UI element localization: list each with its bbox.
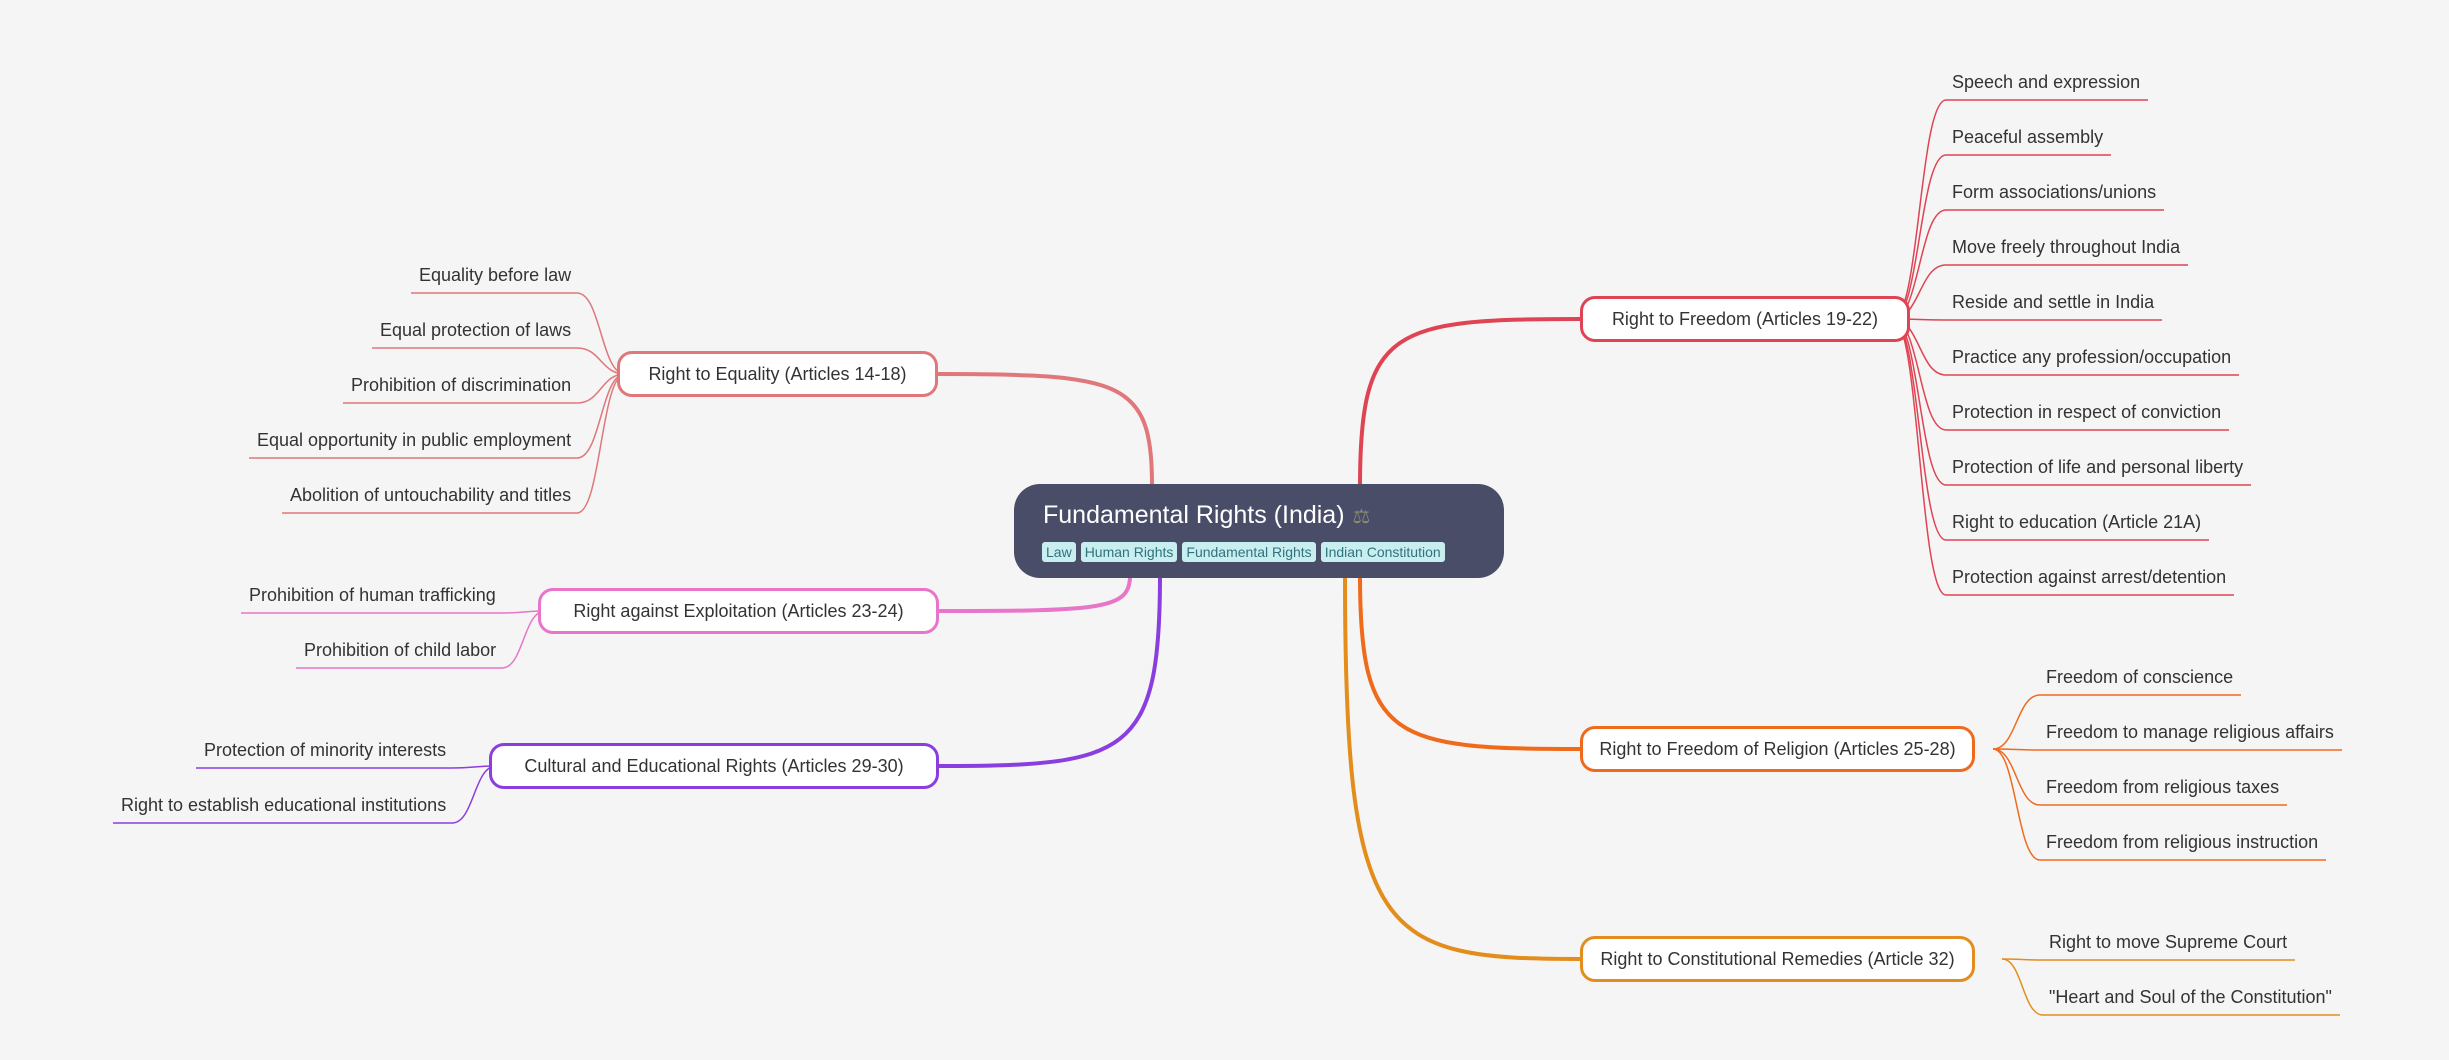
link-right-to-freedom-9: [1892, 318, 1947, 541]
subtopic-right-to-equality-2[interactable]: Equal protection of laws: [380, 320, 572, 340]
scales-icon: ⚖: [1352, 506, 1371, 528]
subtopic-right-to-freedom-6[interactable]: Practice any profession/occupation: [1952, 347, 2232, 367]
connector-right-to-freedom-of-religion: [1358, 575, 1581, 751]
connector-right-against-exploitation: [938, 575, 1132, 613]
subtopic-right-to-freedom-of-religion-2[interactable]: Freedom to manage religious affairs: [2046, 722, 2334, 742]
link-right-to-freedom-10: [1892, 318, 1947, 596]
connector-cultural-and-educational-rights: [938, 575, 1162, 768]
subtopic-cultural-and-educational-rights-1[interactable]: Protection of minority interests: [204, 740, 447, 760]
tag-fundamental-rights[interactable]: Fundamental Rights: [1182, 542, 1316, 562]
link-right-to-freedom-of-religion-2: [1992, 748, 2041, 751]
subtopic-right-to-freedom-8[interactable]: Protection of life and personal liberty: [1952, 457, 2244, 477]
tag-indian-constitution[interactable]: Indian Constitution: [1320, 542, 1445, 562]
subtopic-right-to-equality-1[interactable]: Equality before law: [419, 265, 572, 285]
subtopic-right-to-freedom-1[interactable]: Speech and expression: [1952, 72, 2141, 92]
subtopic-right-to-freedom-of-religion-1[interactable]: Freedom of conscience: [2046, 667, 2234, 687]
tag-human-rights[interactable]: Human Rights: [1080, 542, 1178, 562]
tag-law[interactable]: Law: [1042, 542, 1076, 562]
subtopic-right-to-freedom-7[interactable]: Protection in respect of conviction: [1952, 402, 2222, 422]
subtopic-right-to-equality-5[interactable]: Abolition of untouchability and titles: [290, 485, 572, 505]
subtopic-right-to-equality-4[interactable]: Equal opportunity in public employment: [257, 430, 572, 450]
subtopic-right-to-freedom-of-religion-4[interactable]: Freedom from religious instruction: [2046, 832, 2319, 852]
subtopic-right-to-freedom-of-religion-3[interactable]: Freedom from religious taxes: [2046, 777, 2280, 797]
connector-right-to-equality: [937, 372, 1154, 485]
topic-right-to-constitutional-remedies[interactable]: Right to Constitutional Remedies (Articl…: [1580, 936, 1975, 982]
topic-right-to-freedom[interactable]: Right to Freedom (Articles 19-22): [1580, 296, 1910, 342]
topic-right-to-freedom-of-religion[interactable]: Right to Freedom of Religion (Articles 2…: [1580, 726, 1975, 772]
link-right-to-freedom-2: [1892, 154, 1947, 320]
subtopic-right-to-constitutional-remedies-2[interactable]: "Heart and Soul of the Constitution": [2049, 987, 2332, 1007]
link-right-to-equality-5: [576, 373, 626, 514]
subtopic-right-to-freedom-2[interactable]: Peaceful assembly: [1952, 127, 2104, 147]
subtopic-cultural-and-educational-rights-2[interactable]: Right to establish educational instituti…: [121, 795, 447, 815]
subtopic-right-to-freedom-3[interactable]: Form associations/unions: [1952, 182, 2157, 202]
topic-right-against-exploitation[interactable]: Right against Exploitation (Articles 23-…: [538, 588, 939, 634]
link-right-to-constitutional-remedies-2: [2001, 958, 2044, 1016]
subtopic-right-to-freedom-5[interactable]: Reside and settle in India: [1952, 292, 2155, 312]
connector-right-to-freedom: [1358, 317, 1581, 487]
subtopic-right-to-equality-3[interactable]: Prohibition of discrimination: [351, 375, 572, 395]
link-right-to-freedom-of-religion-3: [1992, 748, 2041, 806]
subtopic-right-to-freedom-4[interactable]: Move freely throughout India: [1952, 237, 2181, 257]
link-right-to-freedom-1: [1892, 99, 1947, 320]
central-title: Fundamental Rights (India): [1043, 501, 1345, 529]
link-right-to-constitutional-remedies-1: [2001, 958, 2044, 961]
subtopic-right-to-freedom-9[interactable]: Right to education (Article 21A): [1952, 512, 2202, 532]
subtopic-right-to-freedom-10[interactable]: Protection against arrest/detention: [1952, 567, 2227, 587]
subtopic-right-against-exploitation-2[interactable]: Prohibition of child labor: [304, 640, 497, 660]
connector-right-to-constitutional-remedies: [1343, 577, 1581, 961]
topic-cultural-and-educational-rights[interactable]: Cultural and Educational Rights (Article…: [489, 743, 939, 789]
link-right-to-freedom-of-religion-1: [1992, 694, 2041, 750]
subtopic-right-to-constitutional-remedies-1[interactable]: Right to move Supreme Court: [2049, 932, 2288, 952]
subtopic-right-against-exploitation-1[interactable]: Prohibition of human trafficking: [249, 585, 496, 605]
link-right-to-freedom-of-religion-4: [1992, 748, 2041, 861]
topic-right-to-equality[interactable]: Right to Equality (Articles 14-18): [617, 351, 938, 397]
